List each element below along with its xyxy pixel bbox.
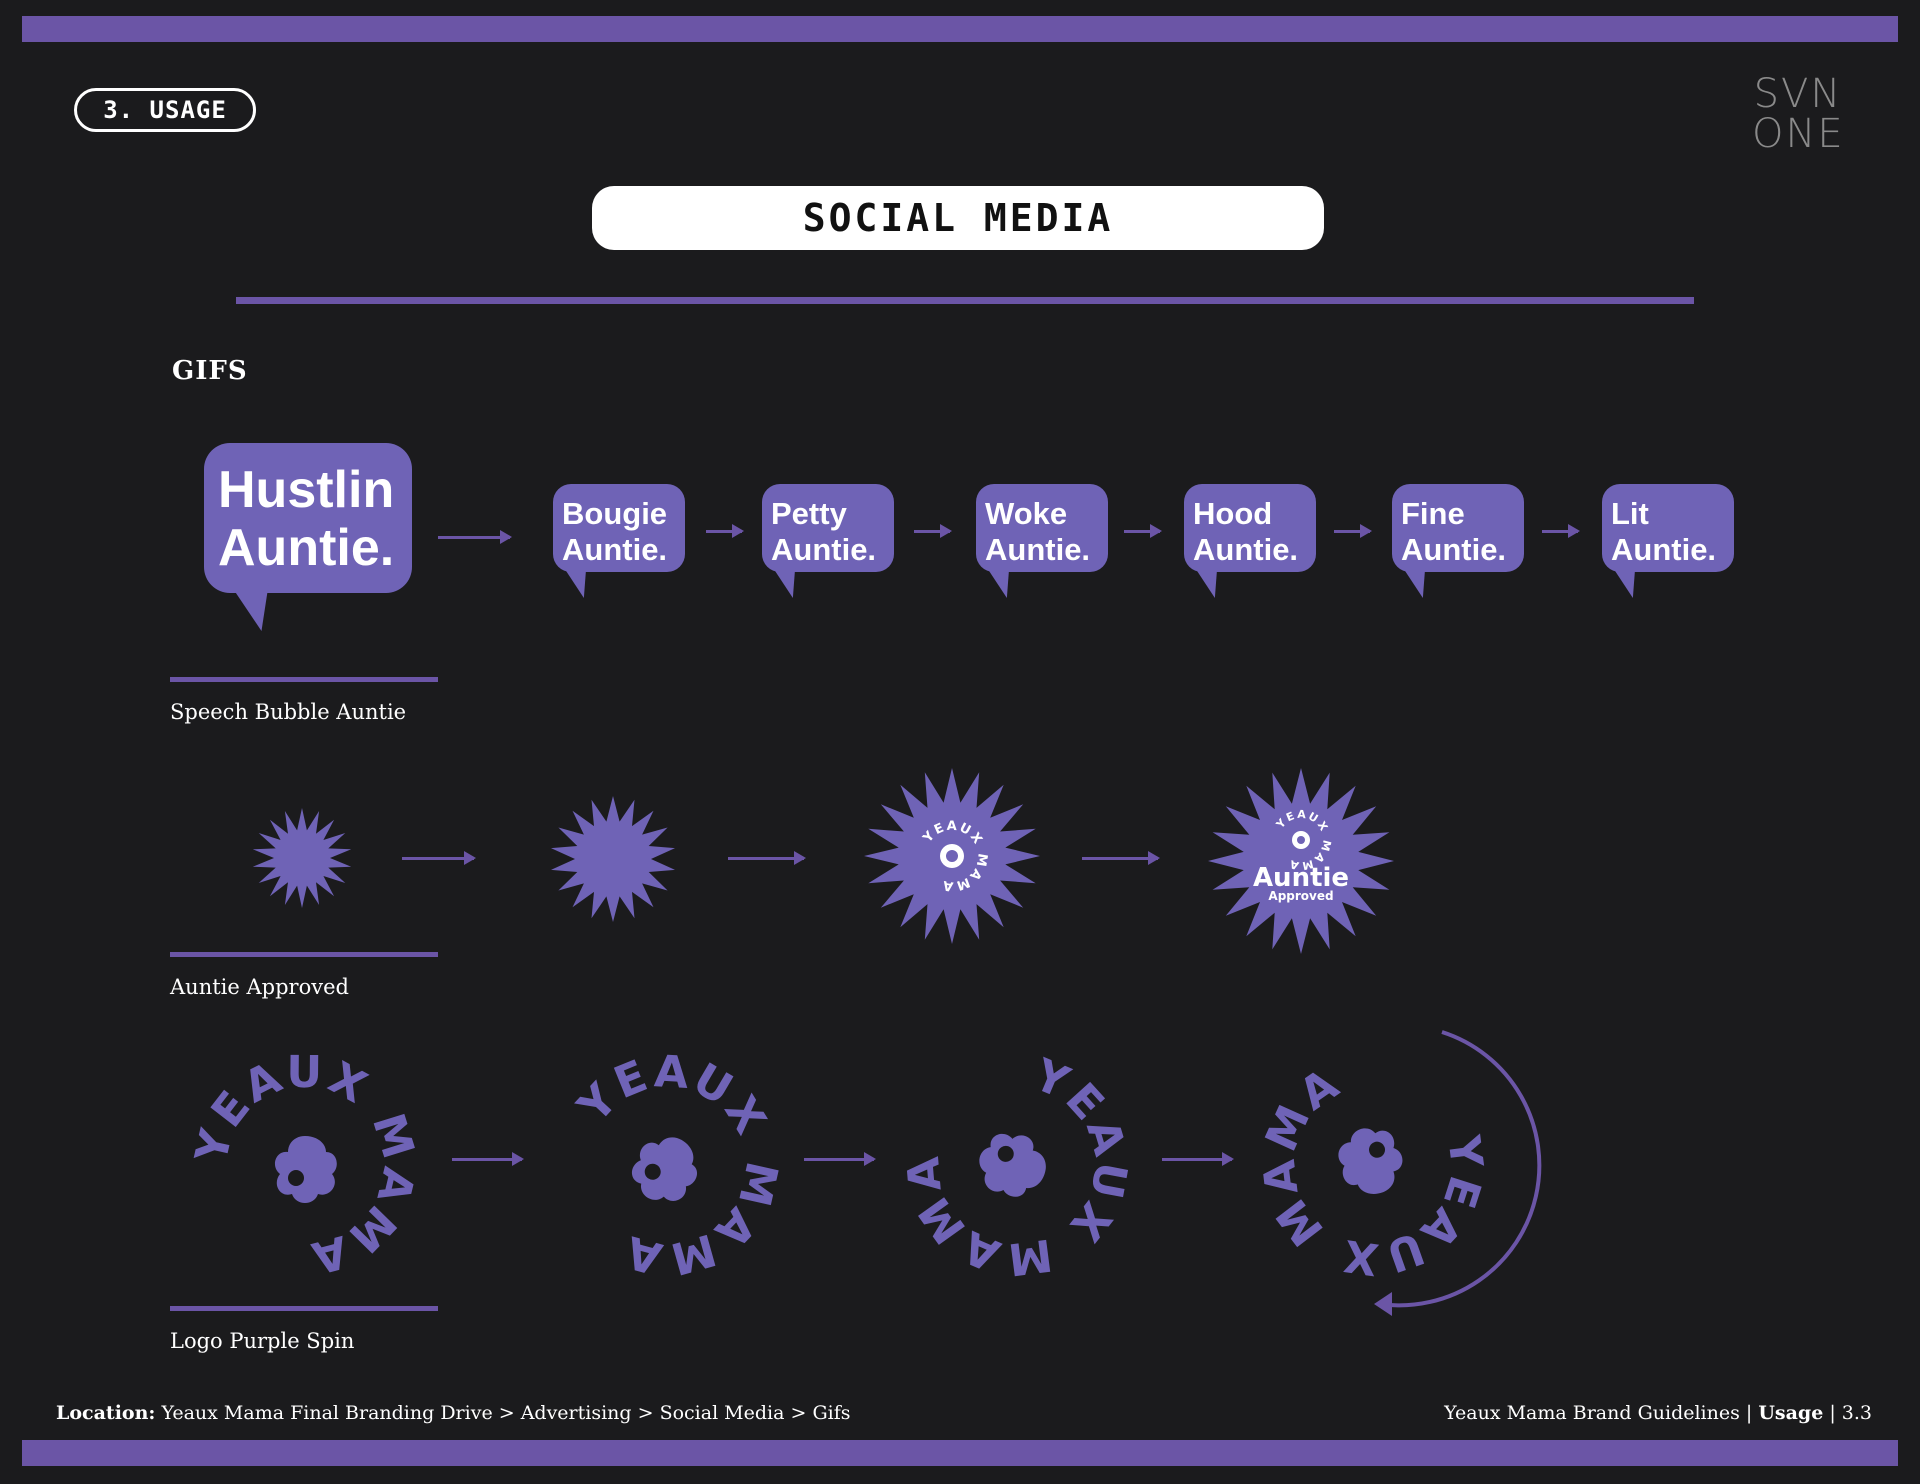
page-number: | 3.3 — [1823, 1402, 1872, 1424]
arrow-right-icon — [706, 524, 744, 538]
location-label: Location: — [56, 1402, 156, 1424]
arrow-right-icon — [1334, 524, 1372, 538]
yeaux-mama-logo-spin-3: YEAUX MAMA — [879, 1027, 1154, 1303]
arrow-right-icon — [914, 524, 952, 538]
caption-logo-purple-spin: Logo Purple Spin — [170, 1329, 355, 1353]
starburst-icon — [252, 808, 352, 908]
bottom-accent-bar — [22, 1440, 1898, 1466]
starburst-icon — [551, 796, 675, 922]
bubble-tail — [1403, 568, 1435, 598]
auntie-approved-badge: YEAUX MAMA Auntie Approved — [1208, 768, 1394, 954]
bubble-text: Hood Auntie. — [1193, 496, 1299, 567]
caption-divider — [170, 1306, 438, 1311]
speech-bubble: Lit Auntie. — [1602, 484, 1734, 598]
page-title: SOCIAL MEDIA — [592, 186, 1324, 250]
rotate-arrow-icon — [1374, 1030, 1542, 1316]
arrow-right-icon — [728, 851, 806, 865]
bubble-tail — [230, 585, 284, 631]
caption-divider — [170, 677, 438, 682]
badge-auntie-text: Auntie — [1253, 863, 1349, 893]
arrow-right-icon — [804, 1152, 876, 1166]
arrow-right-icon — [1082, 851, 1160, 865]
doc-title: Yeaux Mama Brand Guidelines | — [1444, 1402, 1759, 1424]
arrow-right-icon — [1542, 524, 1580, 538]
doc-section: Usage — [1758, 1402, 1824, 1424]
caption-auntie-approved: Auntie Approved — [170, 975, 349, 999]
bubble-tail — [1195, 568, 1227, 598]
arrow-right-icon — [452, 1152, 524, 1166]
yeaux-mama-logo-spin-1: YEAUX MAMA — [186, 1047, 422, 1284]
yeaux-mama-logo-spin-4: YEAUX MAMA — [1220, 1013, 1525, 1317]
bubble-text: Lit Auntie. — [1611, 496, 1717, 567]
badge-approved-text: Approved — [1268, 889, 1333, 903]
bubble-text: Petty Auntie. — [771, 496, 877, 567]
bubble-text: Hustlin Auntie. — [218, 461, 395, 577]
section-label: 3. USAGE — [74, 88, 256, 132]
section-heading-gifs: GIFS — [172, 356, 248, 386]
bubble-tail — [987, 568, 1019, 598]
bubble-tail — [1613, 568, 1645, 598]
arrow-right-icon — [1162, 1152, 1234, 1166]
speech-bubble: Petty Auntie. — [762, 484, 894, 598]
speech-bubble: Hood Auntie. — [1184, 484, 1316, 598]
bubble-text: Bougie Auntie. — [562, 496, 668, 567]
top-accent-bar — [22, 16, 1898, 42]
logo-line-1: SVN — [1753, 71, 1843, 117]
caption-divider — [170, 952, 438, 957]
badge-logo-starburst: YEAUX MAMA — [864, 768, 1040, 944]
bubble-tail — [773, 568, 805, 598]
arrow-right-icon — [1124, 524, 1162, 538]
arrow-right-icon — [402, 851, 476, 865]
speech-bubble: Bougie Auntie. — [553, 484, 685, 598]
bubble-text: Woke Auntie. — [985, 496, 1091, 567]
location-path: Yeaux Mama Final Branding Drive > Advert… — [161, 1402, 851, 1424]
speech-bubble: Fine Auntie. — [1392, 484, 1524, 598]
title-divider — [236, 297, 1694, 304]
footer-location: Location: Yeaux Mama Final Branding Driv… — [56, 1402, 851, 1424]
speech-bubble: Woke Auntie. — [976, 484, 1108, 598]
yeaux-mama-logo-spin-2: YEAUX MAMA — [504, 1003, 829, 1328]
bubble-tail — [564, 568, 596, 598]
bubble-text: Fine Auntie. — [1401, 496, 1507, 567]
logo-line-2: ONE — [1752, 111, 1845, 157]
speech-bubble-lead: Hustlin Auntie. — [204, 443, 412, 631]
caption-speech-bubble-auntie: Speech Bubble Auntie — [170, 700, 407, 724]
arrow-right-icon — [438, 530, 512, 544]
svn-one-logo: SVN ONE — [1752, 74, 1844, 154]
footer-doc-info: Yeaux Mama Brand Guidelines | Usage | 3.… — [1444, 1402, 1872, 1424]
